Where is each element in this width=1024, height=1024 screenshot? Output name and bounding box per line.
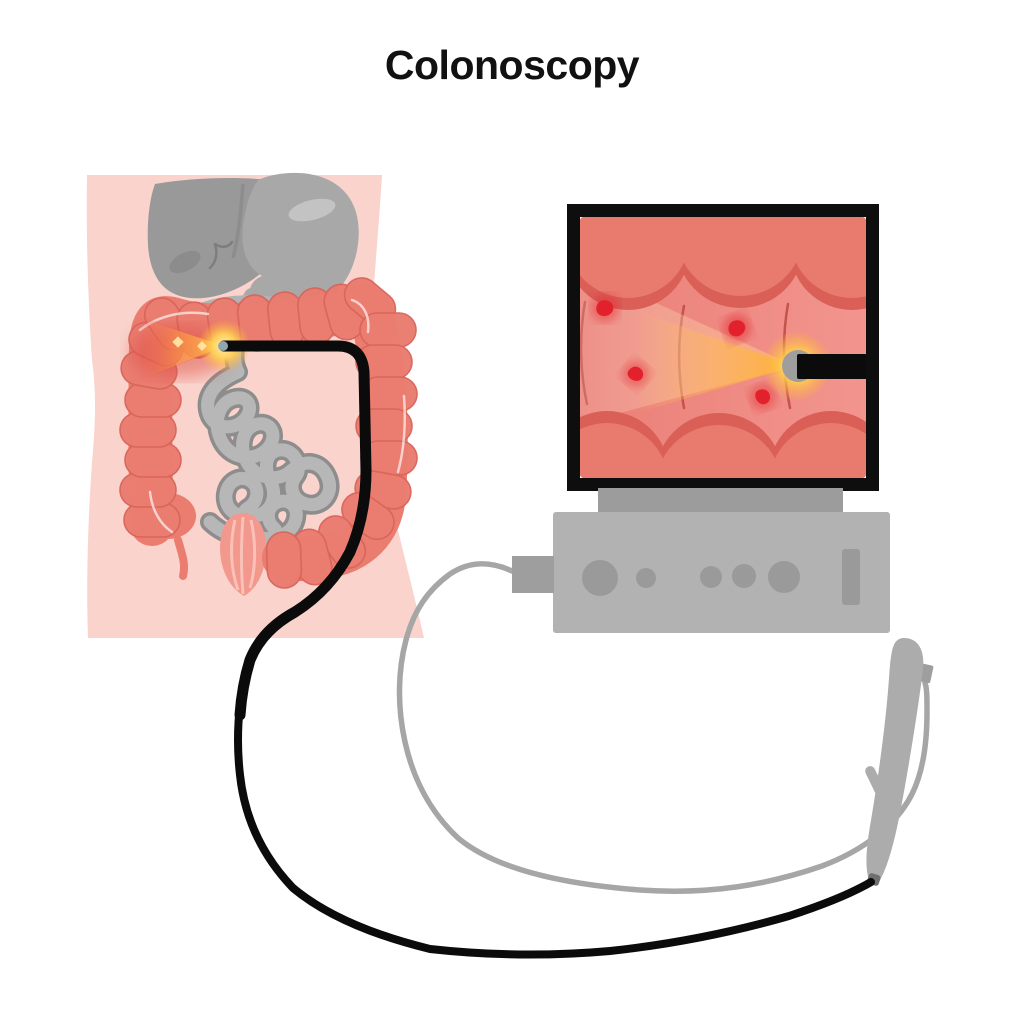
monitor-stand <box>598 488 843 514</box>
small-intestine-shape <box>197 308 340 552</box>
scope-external-cable <box>234 701 875 959</box>
processor-button <box>768 561 800 593</box>
monitor-frame <box>567 204 879 491</box>
patient-torso-illustration <box>86 172 424 638</box>
cable-port <box>512 556 554 593</box>
endoscope-tube <box>218 340 875 959</box>
polyp <box>750 384 776 410</box>
bile-duct-lines <box>208 240 234 270</box>
scope-light-glow <box>130 316 250 382</box>
handle-body <box>866 638 924 885</box>
liver-lobe-seam <box>231 183 245 259</box>
gray-connection-cable <box>396 561 930 894</box>
processor-button <box>732 564 756 588</box>
light-beam <box>640 312 795 412</box>
rectum-shape <box>220 513 266 596</box>
polyp <box>723 314 751 342</box>
processor-body <box>553 512 890 633</box>
polyp <box>623 361 649 387</box>
gallbladder-shape <box>169 250 201 274</box>
page-title: Colonoscopy <box>384 42 640 88</box>
processor-button <box>700 566 722 588</box>
polyp <box>591 294 619 322</box>
colon-highlights <box>138 298 406 534</box>
scope-tip <box>218 341 228 351</box>
card-slot <box>842 549 860 605</box>
appendix-shape <box>174 536 189 580</box>
processor-button <box>636 568 656 588</box>
processor-unit <box>553 488 890 633</box>
monitor <box>567 204 879 491</box>
scope-insertion-tube <box>218 340 372 721</box>
scope-on-screen <box>763 332 866 400</box>
processor-button <box>582 560 618 596</box>
stomach-highlight <box>288 198 336 222</box>
colon-lining-view <box>580 217 866 478</box>
